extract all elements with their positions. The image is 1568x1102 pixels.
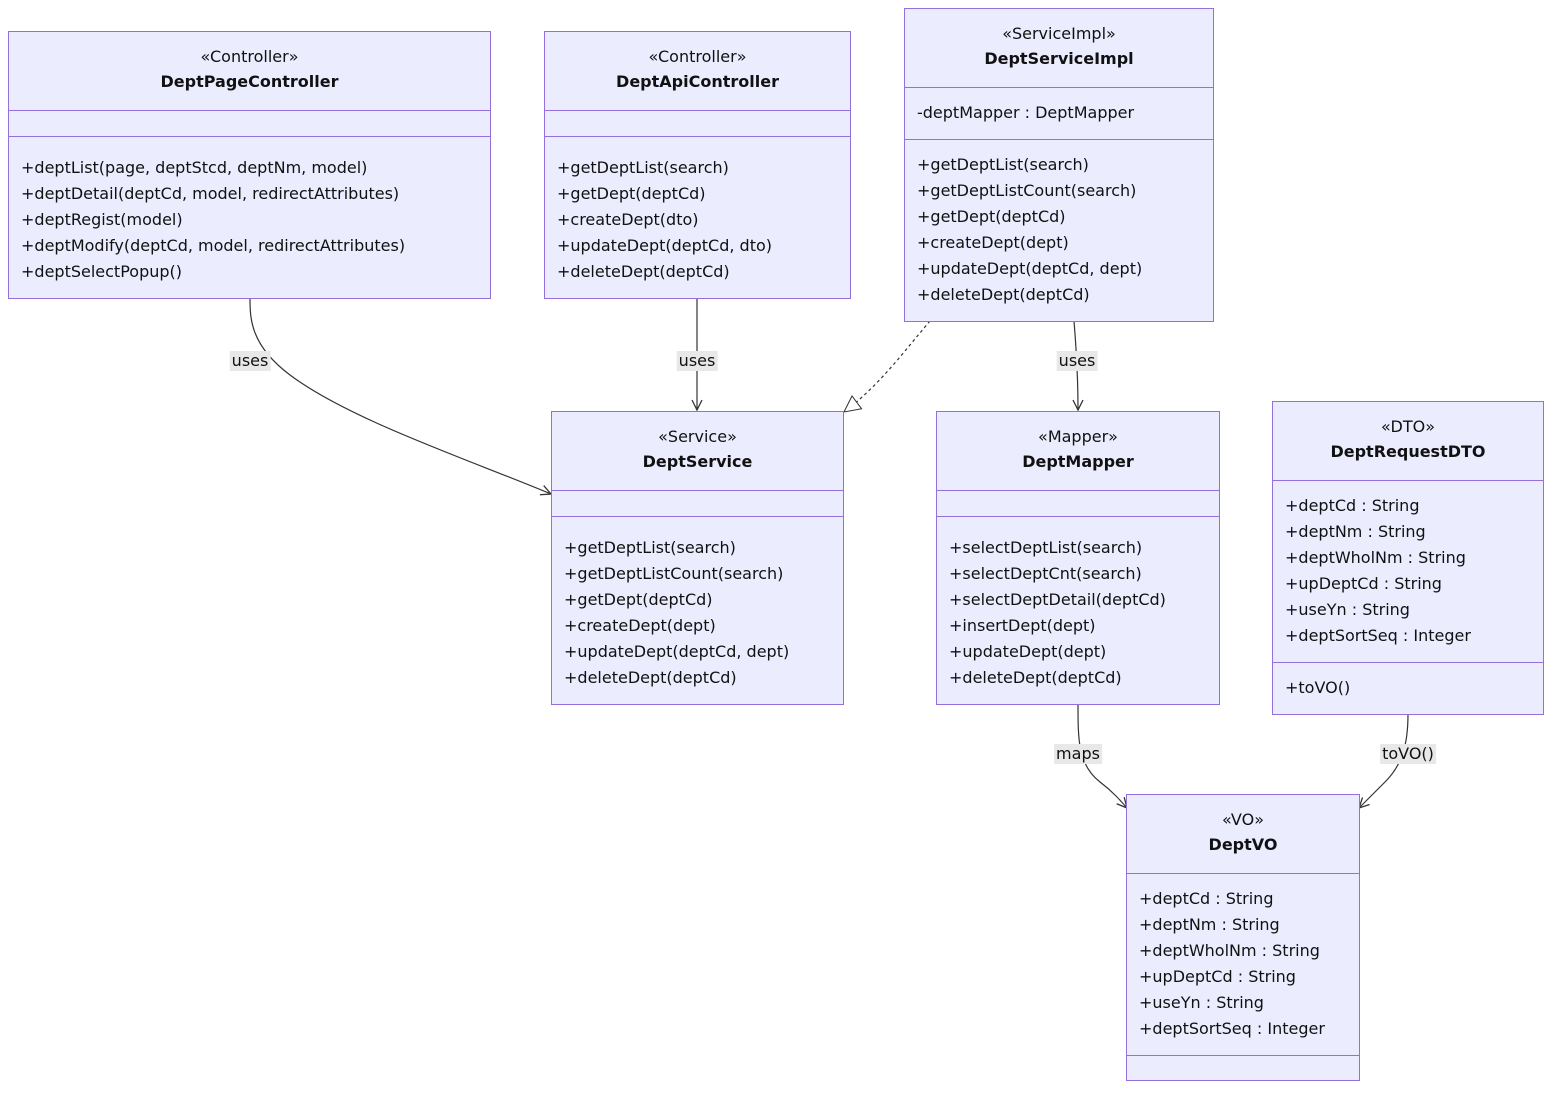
stereotype-label: «Controller»: [648, 47, 747, 66]
method-row: +deptSelectPopup(): [21, 262, 182, 281]
stereotype-label: «Mapper»: [1038, 427, 1118, 446]
method-row: +deleteDept(deptCd): [557, 262, 730, 281]
attributes-section: [545, 111, 850, 137]
class-dept-api-controller: «Controller» DeptApiController +getDeptL…: [544, 31, 851, 299]
class-name: DeptService: [642, 452, 753, 471]
class-dept-vo: «VO» DeptVO +deptCd : String +deptNm : S…: [1126, 794, 1360, 1081]
edge-mapper-maps-vo: [1077, 703, 1127, 808]
class-name: DeptApiController: [616, 72, 779, 91]
method-row: +createDept(dto): [557, 210, 699, 229]
method-row: +deptModify(deptCd, model, redirectAttri…: [21, 236, 406, 255]
edge-label-mapper-maps: maps: [1054, 744, 1102, 764]
attribute-row: +useYn : String: [1285, 600, 1410, 619]
method-row: +getDept(deptCd): [564, 590, 713, 609]
edge-page-controller-uses-service: [249, 297, 551, 494]
attribute-row: +deptWholNm : String: [1139, 941, 1320, 960]
attribute-row: +upDeptCd : String: [1285, 574, 1442, 593]
attribute-row: +useYn : String: [1139, 993, 1264, 1012]
methods-section: +getDeptList(search) +getDept(deptCd) +c…: [545, 137, 850, 285]
method-row: +getDeptList(search): [564, 538, 736, 557]
attribute-row: -deptMapper : DeptMapper: [917, 103, 1135, 122]
method-row: +updateDept(deptCd, dept): [564, 642, 790, 661]
stereotype-label: «VO»: [1222, 810, 1264, 829]
stereotype-label: «Service»: [658, 427, 737, 446]
methods-section: +toVO(): [1273, 663, 1543, 701]
method-row: +getDeptListCount(search): [917, 181, 1137, 200]
attribute-row: +deptWholNm : String: [1285, 548, 1466, 567]
edge-label-impl-uses: uses: [1056, 351, 1098, 371]
method-row: +selectDeptDetail(deptCd): [949, 590, 1166, 609]
attribute-row: +deptSortSeq : Integer: [1139, 1019, 1325, 1038]
methods-section: +selectDeptList(search) +selectDeptCnt(s…: [937, 517, 1219, 691]
class-header: «Mapper» DeptMapper: [937, 412, 1219, 491]
method-row: +deptDetail(deptCd, model, redirectAttri…: [21, 184, 400, 203]
edge-dto-tovo-vo: [1359, 713, 1409, 808]
methods-section: +getDeptList(search) +getDeptListCount(s…: [552, 517, 843, 691]
attributes-section: -deptMapper : DeptMapper: [905, 88, 1213, 140]
class-header: «VO» DeptVO: [1127, 795, 1359, 874]
method-row: +getDeptListCount(search): [564, 564, 784, 583]
method-row: +deleteDept(deptCd): [917, 285, 1090, 304]
class-header: «ServiceImpl» DeptServiceImpl: [905, 9, 1213, 88]
method-row: +updateDept(deptCd, dto): [557, 236, 773, 255]
class-header: «Service» DeptService: [552, 412, 843, 491]
edge-service-impl-realizes-service: [844, 320, 931, 412]
method-row: +getDept(deptCd): [917, 207, 1066, 226]
class-header: «Controller» DeptApiController: [545, 32, 850, 111]
method-row: +insertDept(dept): [949, 616, 1096, 635]
class-dept-request-dto: «DTO» DeptRequestDTO +deptCd : String +d…: [1272, 401, 1544, 715]
attribute-row: +deptSortSeq : Integer: [1285, 626, 1471, 645]
attribute-row: +deptNm : String: [1139, 915, 1280, 934]
class-dept-service-impl: «ServiceImpl» DeptServiceImpl -deptMappe…: [904, 8, 1214, 322]
method-row: +toVO(): [1285, 678, 1351, 697]
class-dept-service: «Service» DeptService +getDeptList(searc…: [551, 411, 844, 705]
attribute-row: +upDeptCd : String: [1139, 967, 1296, 986]
stereotype-label: «ServiceImpl»: [1002, 24, 1116, 43]
stereotype-label: «DTO»: [1381, 417, 1435, 436]
method-row: +getDeptList(search): [557, 158, 729, 177]
attribute-row: +deptCd : String: [1285, 496, 1420, 515]
methods-section: [1127, 1056, 1359, 1082]
attributes-section: [552, 491, 843, 517]
class-name: DeptPageController: [160, 72, 339, 91]
edge-label-dto-tovo: toVO(): [1380, 744, 1436, 764]
method-row: +deptList(page, deptStcd, deptNm, model): [21, 158, 368, 177]
method-row: +selectDeptList(search): [949, 538, 1143, 557]
class-name: DeptVO: [1208, 835, 1278, 854]
method-row: +selectDeptCnt(search): [949, 564, 1142, 583]
class-name: DeptRequestDTO: [1330, 442, 1486, 461]
attributes-section: +deptCd : String +deptNm : String +deptW…: [1273, 481, 1543, 663]
class-header: «Controller» DeptPageController: [9, 32, 490, 111]
method-row: +createDept(dept): [564, 616, 716, 635]
edge-label-page-uses: uses: [229, 351, 271, 371]
attributes-section: [9, 111, 490, 137]
method-row: +deptRegist(model): [21, 210, 183, 229]
stereotype-label: «Controller»: [200, 47, 299, 66]
edge-label-api-uses: uses: [676, 351, 718, 371]
method-row: +deleteDept(deptCd): [564, 668, 737, 687]
method-row: +updateDept(dept): [949, 642, 1107, 661]
class-name: DeptMapper: [1022, 452, 1134, 471]
methods-section: +getDeptList(search) +getDeptListCount(s…: [905, 140, 1213, 308]
attribute-row: +deptNm : String: [1285, 522, 1426, 541]
methods-section: +deptList(page, deptStcd, deptNm, model)…: [9, 137, 490, 285]
method-row: +deleteDept(deptCd): [949, 668, 1122, 687]
class-header: «DTO» DeptRequestDTO: [1273, 402, 1543, 481]
method-row: +getDeptList(search): [917, 155, 1089, 174]
attribute-row: +deptCd : String: [1139, 889, 1274, 908]
class-name: DeptServiceImpl: [984, 49, 1134, 68]
class-dept-page-controller: «Controller» DeptPageController +deptLis…: [8, 31, 491, 299]
method-row: +updateDept(deptCd, dept): [917, 259, 1143, 278]
method-row: +createDept(dept): [917, 233, 1069, 252]
attributes-section: +deptCd : String +deptNm : String +deptW…: [1127, 874, 1359, 1056]
attributes-section: [937, 491, 1219, 517]
method-row: +getDept(deptCd): [557, 184, 706, 203]
class-dept-mapper: «Mapper» DeptMapper +selectDeptList(sear…: [936, 411, 1220, 705]
